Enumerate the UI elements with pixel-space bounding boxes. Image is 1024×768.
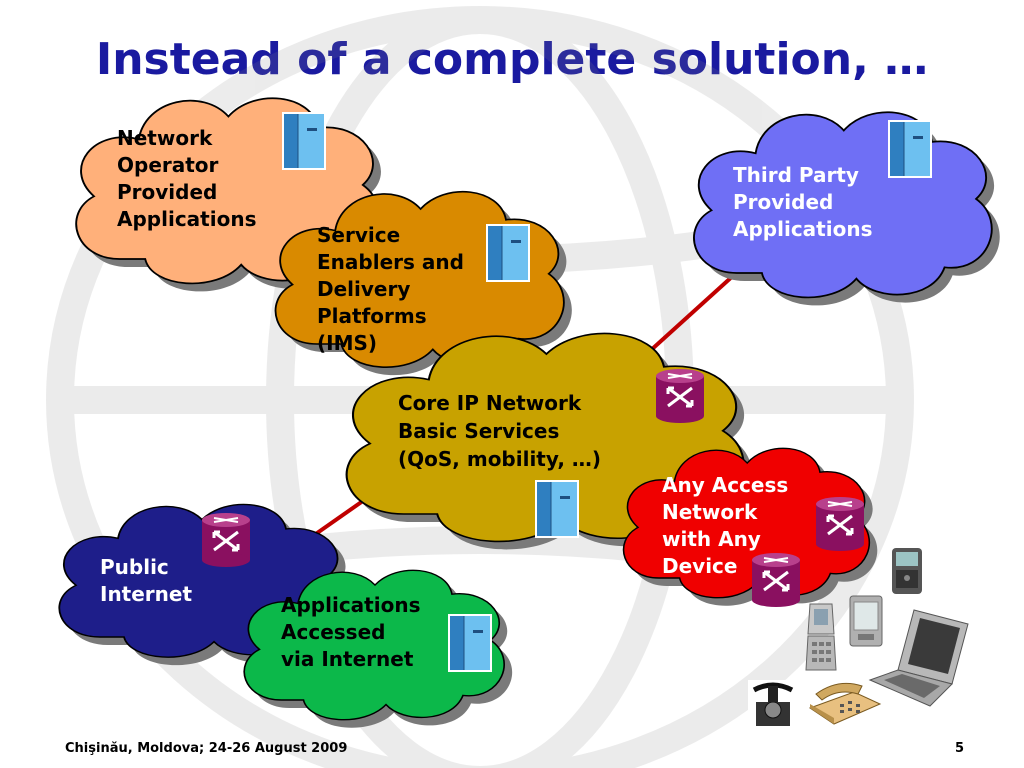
cloud-label-line: Any Access: [662, 473, 788, 497]
cloud-label-line: with Any: [662, 527, 761, 551]
cloud-label-line: Internet: [100, 582, 192, 606]
svg-text:Public Internet: Public Internet: [100, 555, 192, 606]
cloud-label-line: Service: [317, 223, 400, 247]
mobile-phone-icon: [805, 603, 837, 671]
router-icon: [200, 511, 252, 569]
desk-telephone-icon: [808, 682, 882, 725]
slide-footer: Chişinău, Moldova; 24-26 August 2009: [65, 741, 348, 756]
cloud-label-line: Platforms: [317, 304, 427, 328]
cloud-public-internet: Public Internet: [57, 502, 351, 666]
svg-text:Core IP Network Basic Se: Core IP Network Basic Services (QoS, mob…: [398, 391, 601, 471]
cloud-label-line: Network: [117, 126, 213, 150]
slide-title: Instead of a complete solution, …: [95, 34, 929, 85]
smartphone-icon: [892, 548, 922, 594]
server-icon: [281, 111, 327, 171]
cloud-label-line: Accessed: [281, 620, 385, 644]
devices-cluster: [748, 548, 969, 730]
cloud-core-ip-network: Core IP Network Basic Services (QoS, mob…: [347, 334, 752, 550]
cloud-access-network: Any Access Network with Any Device: [622, 446, 878, 609]
cloud-internet-applications: Applications Accessed via Internet: [242, 568, 513, 728]
cloud-label-line: (IMS): [317, 331, 377, 355]
cloud-label-line: Provided: [733, 190, 833, 214]
router-icon: [750, 551, 802, 609]
cloud-label-line: Applications: [733, 217, 872, 241]
cloud-label-line: Delivery: [317, 277, 410, 301]
server-icon: [485, 223, 531, 283]
svg-text:Any Access Network: Any Access Network with Any Device: [662, 473, 795, 578]
cloud-label-line: Device: [662, 554, 737, 578]
cloud-service-enablers: Service Enablers and Delivery Platforms …: [274, 190, 572, 376]
cloud-label-line: Operator: [117, 153, 219, 177]
cloud-label-line: (QoS, mobility, …): [398, 447, 601, 471]
pda-icon: [849, 595, 883, 647]
cloud-label-line: Network: [662, 500, 758, 524]
server-icon: [534, 479, 580, 539]
svg-text:Applications Accessed: Applications Accessed via Internet: [281, 593, 427, 671]
cloud-label-line: Applications: [117, 207, 256, 231]
server-icon: [447, 613, 493, 673]
router-icon: [814, 495, 866, 553]
cloud-label-line: via Internet: [281, 647, 414, 671]
cloud-label-line: Enablers and: [317, 250, 464, 274]
laptop-icon: [868, 609, 969, 707]
cloud-third-party: Third Party Provided Applications: [692, 110, 1000, 306]
link-core-to-third-party: [638, 263, 747, 362]
cloud-label-line: Public: [100, 555, 169, 579]
cloud-label-line: Core IP Network: [398, 391, 582, 415]
cloud-network-operator: Network Operator Provided Applications: [74, 96, 387, 292]
svg-text:Third Party Provided: Third Party Provided Applications: [733, 163, 872, 241]
cloud-label-line: Third Party: [733, 163, 859, 187]
cloud-label-line: Provided: [117, 180, 217, 204]
svg-text:Network Operator P: Network Operator Provided Applications: [117, 126, 256, 231]
antique-telephone-icon: [748, 680, 798, 730]
cloud-label-line: Basic Services: [398, 419, 559, 443]
server-icon: [887, 119, 933, 179]
svg-text:Service Enablers and: Service Enablers and Delivery Platforms …: [317, 223, 471, 355]
cloud-label-line: Applications: [281, 593, 420, 617]
page-number: 5: [955, 741, 965, 756]
router-icon: [654, 367, 706, 425]
